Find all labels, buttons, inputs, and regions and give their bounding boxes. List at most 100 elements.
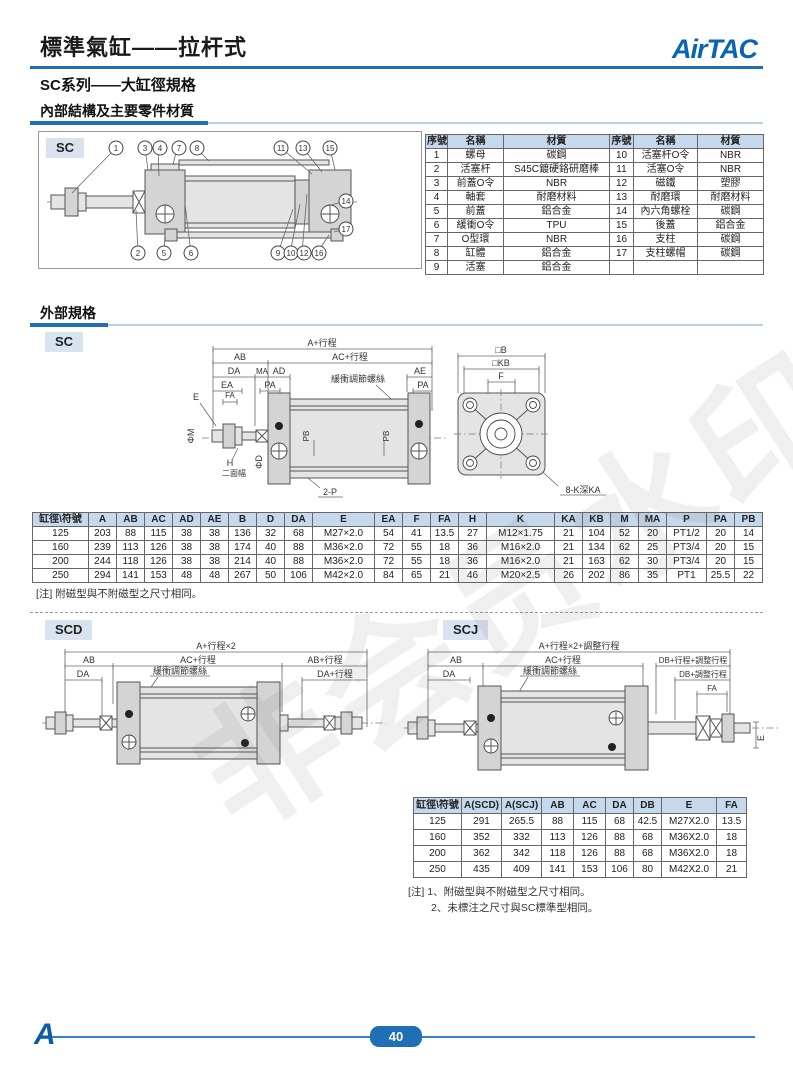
- table-cell: 88: [605, 829, 634, 846]
- callout-number: 2: [136, 249, 141, 258]
- table-cell: 缸徑\符號: [413, 797, 462, 814]
- table-cell: 18: [716, 829, 747, 846]
- callout-1: 1: [108, 140, 124, 156]
- table-cell: 11: [609, 162, 634, 177]
- table-cell: AC: [144, 512, 173, 527]
- table-cell: 支柱: [633, 232, 698, 247]
- callout-14: 14: [338, 193, 354, 209]
- table-cell: 40: [256, 554, 285, 569]
- table-cell: 7: [425, 232, 448, 247]
- table-cell: 72: [374, 554, 403, 569]
- table-cell: FA: [716, 797, 747, 814]
- callout-number: 13: [299, 144, 308, 153]
- table-cell: 409: [501, 861, 542, 878]
- table-cell: 153: [573, 861, 606, 878]
- table-cell: AB: [541, 797, 574, 814]
- table-cell: 支柱螺帽: [633, 246, 698, 261]
- table-cell: 耐磨環: [633, 190, 698, 205]
- table-cell: 15: [734, 540, 763, 555]
- table-cell: 32: [256, 526, 285, 541]
- table-cell: PB: [734, 512, 763, 527]
- table-cell: 13.5: [716, 813, 747, 830]
- table-cell: 244: [88, 554, 117, 569]
- section-heading-internal: 內部結構及主要零件材質: [40, 103, 194, 119]
- table-cell: 2: [425, 162, 448, 177]
- table-cell: 序號: [425, 134, 448, 149]
- table-cell: 鋁合金: [697, 218, 764, 233]
- table-cell: 活塞杆O令: [633, 148, 698, 163]
- table-cell: 3: [425, 176, 448, 191]
- tag-scd: SCD: [45, 620, 93, 640]
- table-cell: 36: [458, 540, 487, 555]
- callout-12: 12: [296, 245, 312, 261]
- table-cell: AE: [200, 512, 229, 527]
- page-number-badge: 40: [370, 1026, 422, 1047]
- page-subtitle: SC系列——大缸徑規格: [40, 77, 196, 94]
- table-cell: 141: [541, 861, 574, 878]
- table-cell: 352: [461, 829, 502, 846]
- callout-17: 17: [338, 221, 354, 237]
- table-cell: 163: [582, 554, 611, 569]
- table-cell: NBR: [697, 162, 764, 177]
- table-cell: FA: [430, 512, 459, 527]
- airtac-logo: AirTAC: [672, 34, 758, 64]
- table-cell: 48: [172, 568, 201, 583]
- tag-scj: SCJ: [443, 620, 489, 640]
- table-cell: 緩衝O令: [447, 218, 504, 233]
- table-cell: 21: [554, 540, 583, 555]
- table-cell: 磁鐵: [633, 176, 698, 191]
- callout-2: 2: [130, 245, 146, 261]
- table-cell: 35: [638, 568, 667, 583]
- table-cell: 活塞O令: [633, 162, 698, 177]
- table-cell: 前蓋: [447, 204, 504, 219]
- section-heading-external: 外部規格: [40, 305, 96, 321]
- dim-label: DA+行程: [317, 668, 353, 679]
- dim-label: AC+行程: [332, 351, 368, 362]
- table-cell: 38: [200, 554, 229, 569]
- table-cell: 265.5: [501, 813, 542, 830]
- table-cell: 27: [458, 526, 487, 541]
- dim-label: PB: [382, 431, 391, 442]
- table-cell: H: [458, 512, 487, 527]
- table-cell: 136: [228, 526, 257, 541]
- table-cell: M16×2.0: [486, 554, 555, 569]
- table-cell: 42.5: [633, 813, 662, 830]
- table-cell: M36×2.0: [312, 540, 375, 555]
- table-header-row: 序號名稱材質序號名稱材質: [425, 134, 764, 149]
- callout-number: 14: [342, 197, 351, 206]
- table-cell: 41: [402, 526, 431, 541]
- cushion-screw-label: 緩衝調節螺絲: [153, 665, 207, 676]
- table-cell: 18: [716, 845, 747, 862]
- dim-label: DB+行程+調整行程: [659, 655, 727, 665]
- dim-label: AE: [414, 366, 426, 376]
- table-cell: 86: [610, 568, 639, 583]
- dim-label: PA: [264, 380, 275, 390]
- table-cell: 1: [425, 148, 448, 163]
- table-cell: 126: [144, 554, 173, 569]
- table-cell: S45C鍍硬鉻研磨棒: [503, 162, 610, 177]
- table-cell: 68: [633, 829, 662, 846]
- table-cell: M: [610, 512, 639, 527]
- callout-number: 9: [276, 249, 281, 258]
- table-cell: E: [661, 797, 717, 814]
- table-cell: M20×2.5: [486, 568, 555, 583]
- table-cell: 耐磨材料: [503, 190, 610, 205]
- scd-body: [42, 681, 386, 765]
- sc-end-view-body: [454, 389, 549, 479]
- callout-10: 10: [283, 245, 299, 261]
- table-cell: 20: [638, 526, 667, 541]
- table-cell: 20: [706, 554, 735, 569]
- table-cell: 291: [461, 813, 502, 830]
- table-cell: E: [312, 512, 375, 527]
- table-cell: 88: [116, 526, 145, 541]
- table-cell: 126: [144, 540, 173, 555]
- dim-label: PB: [302, 431, 311, 442]
- table-cell: 軸套: [447, 190, 504, 205]
